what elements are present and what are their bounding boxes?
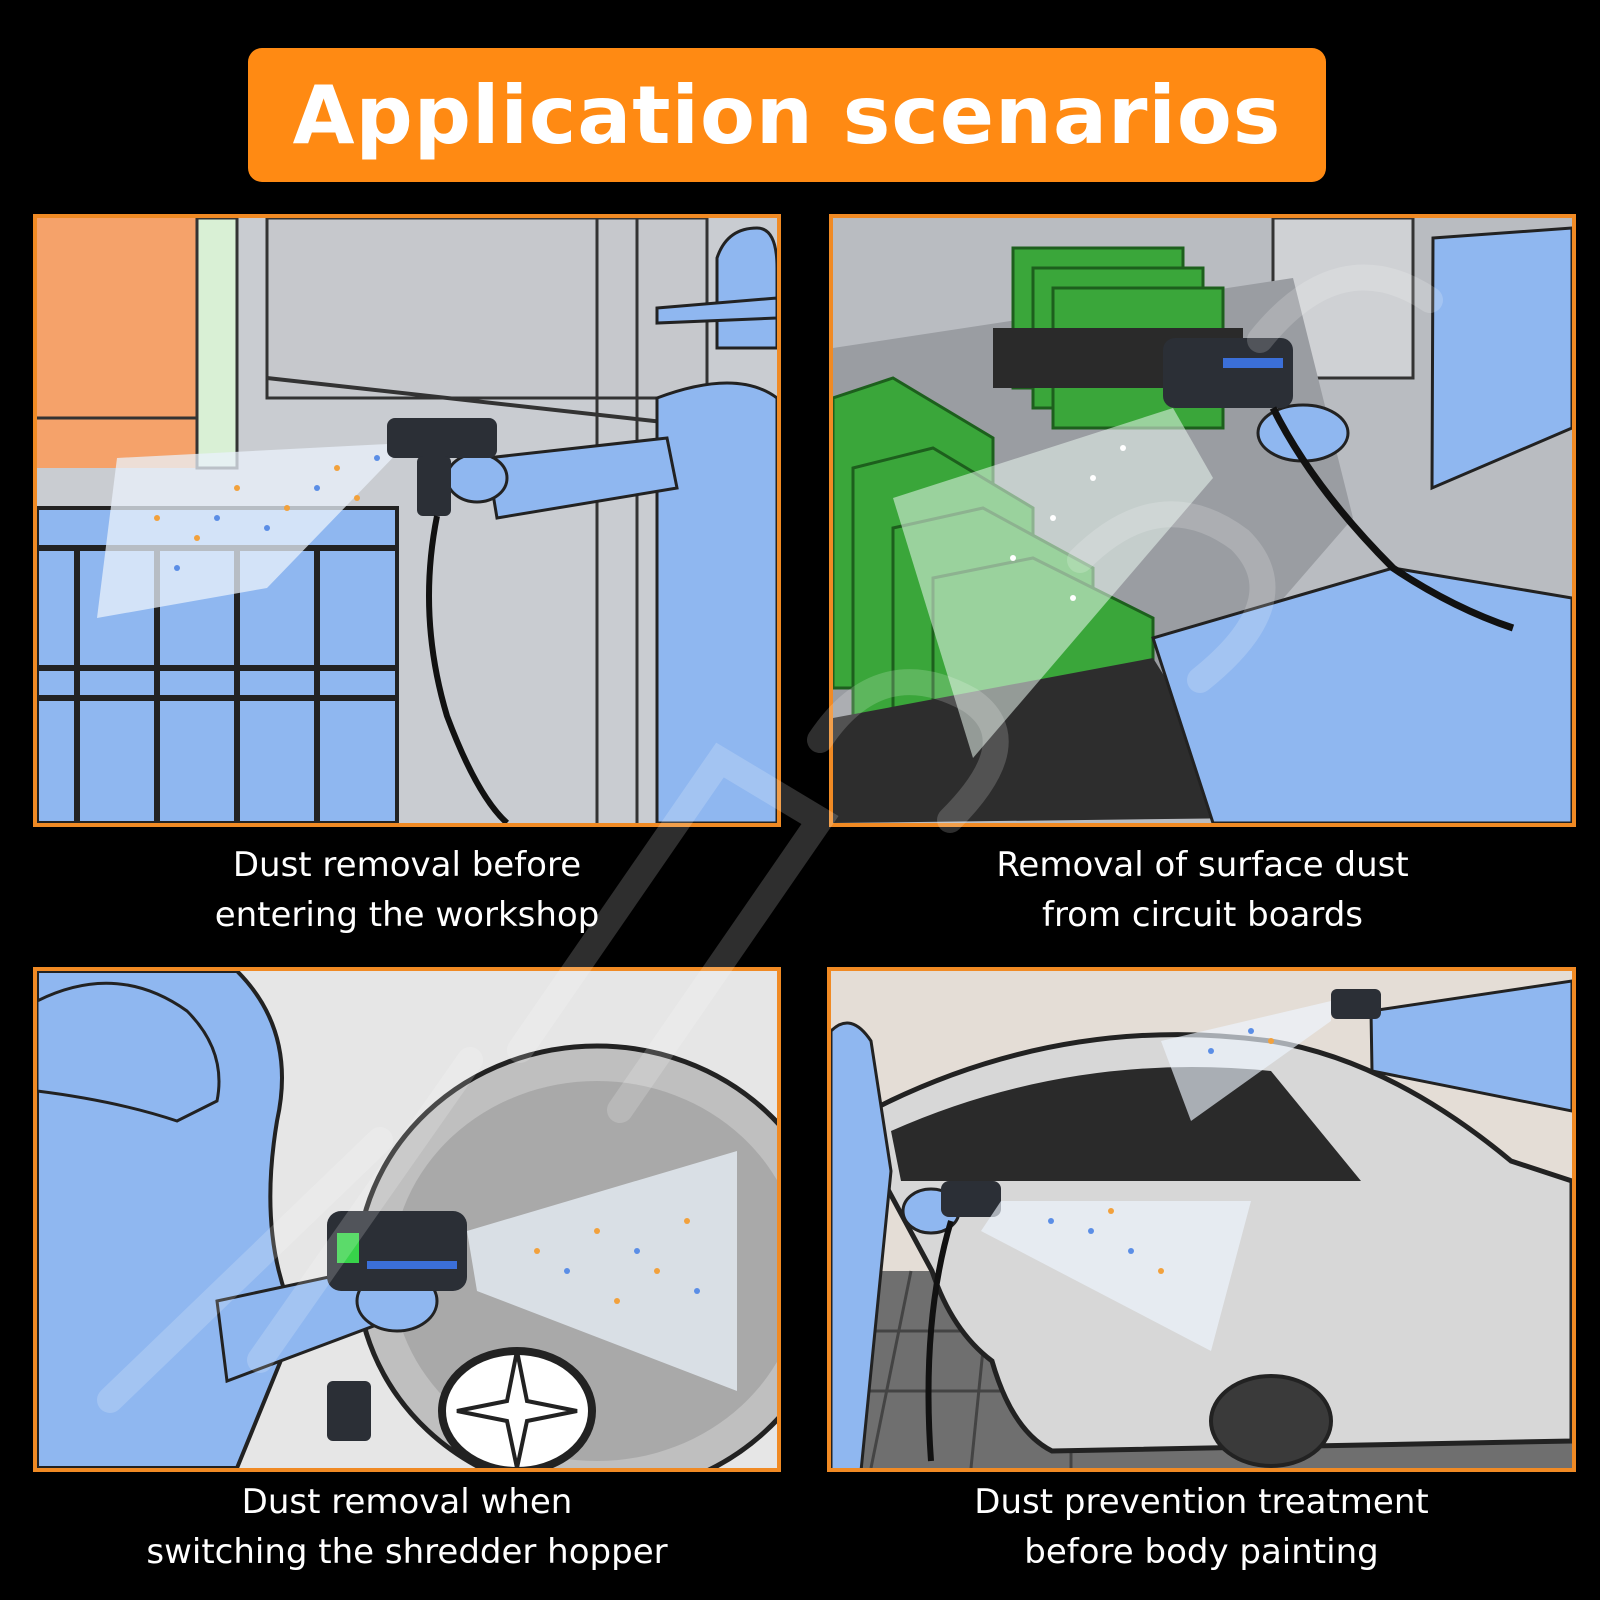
scenario-panel-shredder-hopper: [33, 967, 781, 1472]
car-body-illustration: [831, 971, 1572, 1468]
caption-line: before body painting: [1024, 1532, 1379, 1572]
scenario-caption-shredder-hopper: Dust removal when switching the shredder…: [33, 1477, 781, 1577]
caption-line: switching the shredder hopper: [146, 1532, 668, 1572]
title-banner: Application scenarios: [248, 48, 1326, 182]
scenario-panel-workshop: [33, 214, 781, 827]
scenario-panel-circuit-boards: [829, 214, 1576, 827]
page-title: Application scenarios: [292, 68, 1282, 162]
workshop-illustration: [37, 218, 777, 823]
caption-line: Dust prevention treatment: [974, 1482, 1429, 1522]
caption-line: Dust removal when: [241, 1482, 573, 1522]
caption-line: Removal of surface dust: [996, 845, 1409, 885]
circuit-board-illustration: [833, 218, 1572, 823]
scenario-panel-car-body: [827, 967, 1576, 1472]
caption-line: from circuit boards: [1041, 895, 1364, 935]
scenario-caption-circuit-boards: Removal of surface dust from circuit boa…: [829, 840, 1576, 940]
scenario-caption-car-body: Dust prevention treatment before body pa…: [827, 1477, 1576, 1577]
shredder-hopper-illustration: [37, 971, 777, 1468]
scenario-caption-workshop: Dust removal before entering the worksho…: [33, 840, 781, 940]
caption-line: entering the workshop: [214, 895, 600, 935]
caption-line: Dust removal before: [232, 845, 582, 885]
